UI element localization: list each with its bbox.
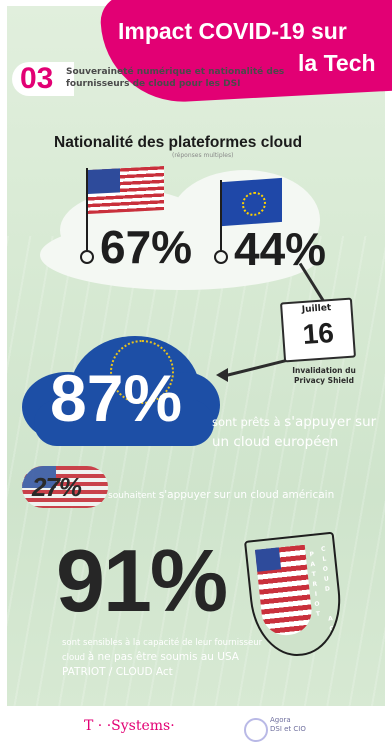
stat-27-highlight: s'appuyer sur un cloud américain [158,489,335,501]
stat-91-value: 91% [56,531,228,630]
agora-line-1: Agora [270,716,291,724]
calendar-icon: Juillet 16 [279,297,357,363]
privacy-shield-note: Invalidation du Privacy Shield [292,366,356,385]
calendar-month: Juillet [301,303,332,316]
stat-87-highlight: s'appuyer sur un cloud européen [212,414,377,450]
flag-pole [220,180,222,252]
platforms-title: Nationalité des plateformes cloud [54,134,303,151]
stat-91-highlight: à ne pas être soumis au USA PATRIOT / CL… [62,651,239,678]
flag-canton [22,466,56,488]
shield-us-flag [254,544,314,638]
eu-cloud-shape [34,400,214,446]
agora-logo-text: Agora DSI et CIO [270,716,306,734]
footer [0,706,392,743]
stat-91-text: sont sensibles à la capacité de leur fou… [62,636,282,680]
us-flag-icon [88,166,164,214]
stat-87-lead: sont prêts à [212,415,281,429]
flag-pole [86,168,88,252]
stat-87-value: 87% [50,361,183,435]
flag-pole-base [80,250,94,264]
section-number: 03 [20,62,54,95]
flag-canton [254,547,282,572]
eu-flag-icon [222,177,282,227]
stat-27-lead: souhaitent [108,491,156,501]
agora-line-2: DSI et CIO [270,725,306,733]
title-line-2: la Tech [298,50,376,76]
stat-91-lead: sont sensibles à la capacité de leur fou… [62,638,263,663]
title-line-1: Impact COVID-19 sur [118,18,347,44]
platforms-note: (réponses multiples) [172,152,234,159]
agora-logo-icon [244,718,268,742]
eu-stars [242,191,266,217]
calendar-day: 16 [301,316,335,351]
us-percent: 67% [100,221,193,273]
eu-percent: 44% [234,223,327,275]
eu-stars-ring [110,340,174,404]
section-number-badge [12,62,74,96]
arrow-head-icon [216,368,228,382]
stat-27-text: souhaitent s'appuyer sur un cloud améric… [108,489,334,501]
flag-canton [88,168,120,194]
us-cloud-flag-icon [22,466,108,508]
stat-87-text: sont prêts à s'appuyer sur un cloud euro… [212,412,382,452]
section-subtitle: Souveraineté numérique et nationalité de… [66,67,285,89]
stat-27-value: 27% [32,472,82,502]
flag-pole-base [214,250,228,264]
t-systems-logo: T · ·Systems· [84,718,175,734]
